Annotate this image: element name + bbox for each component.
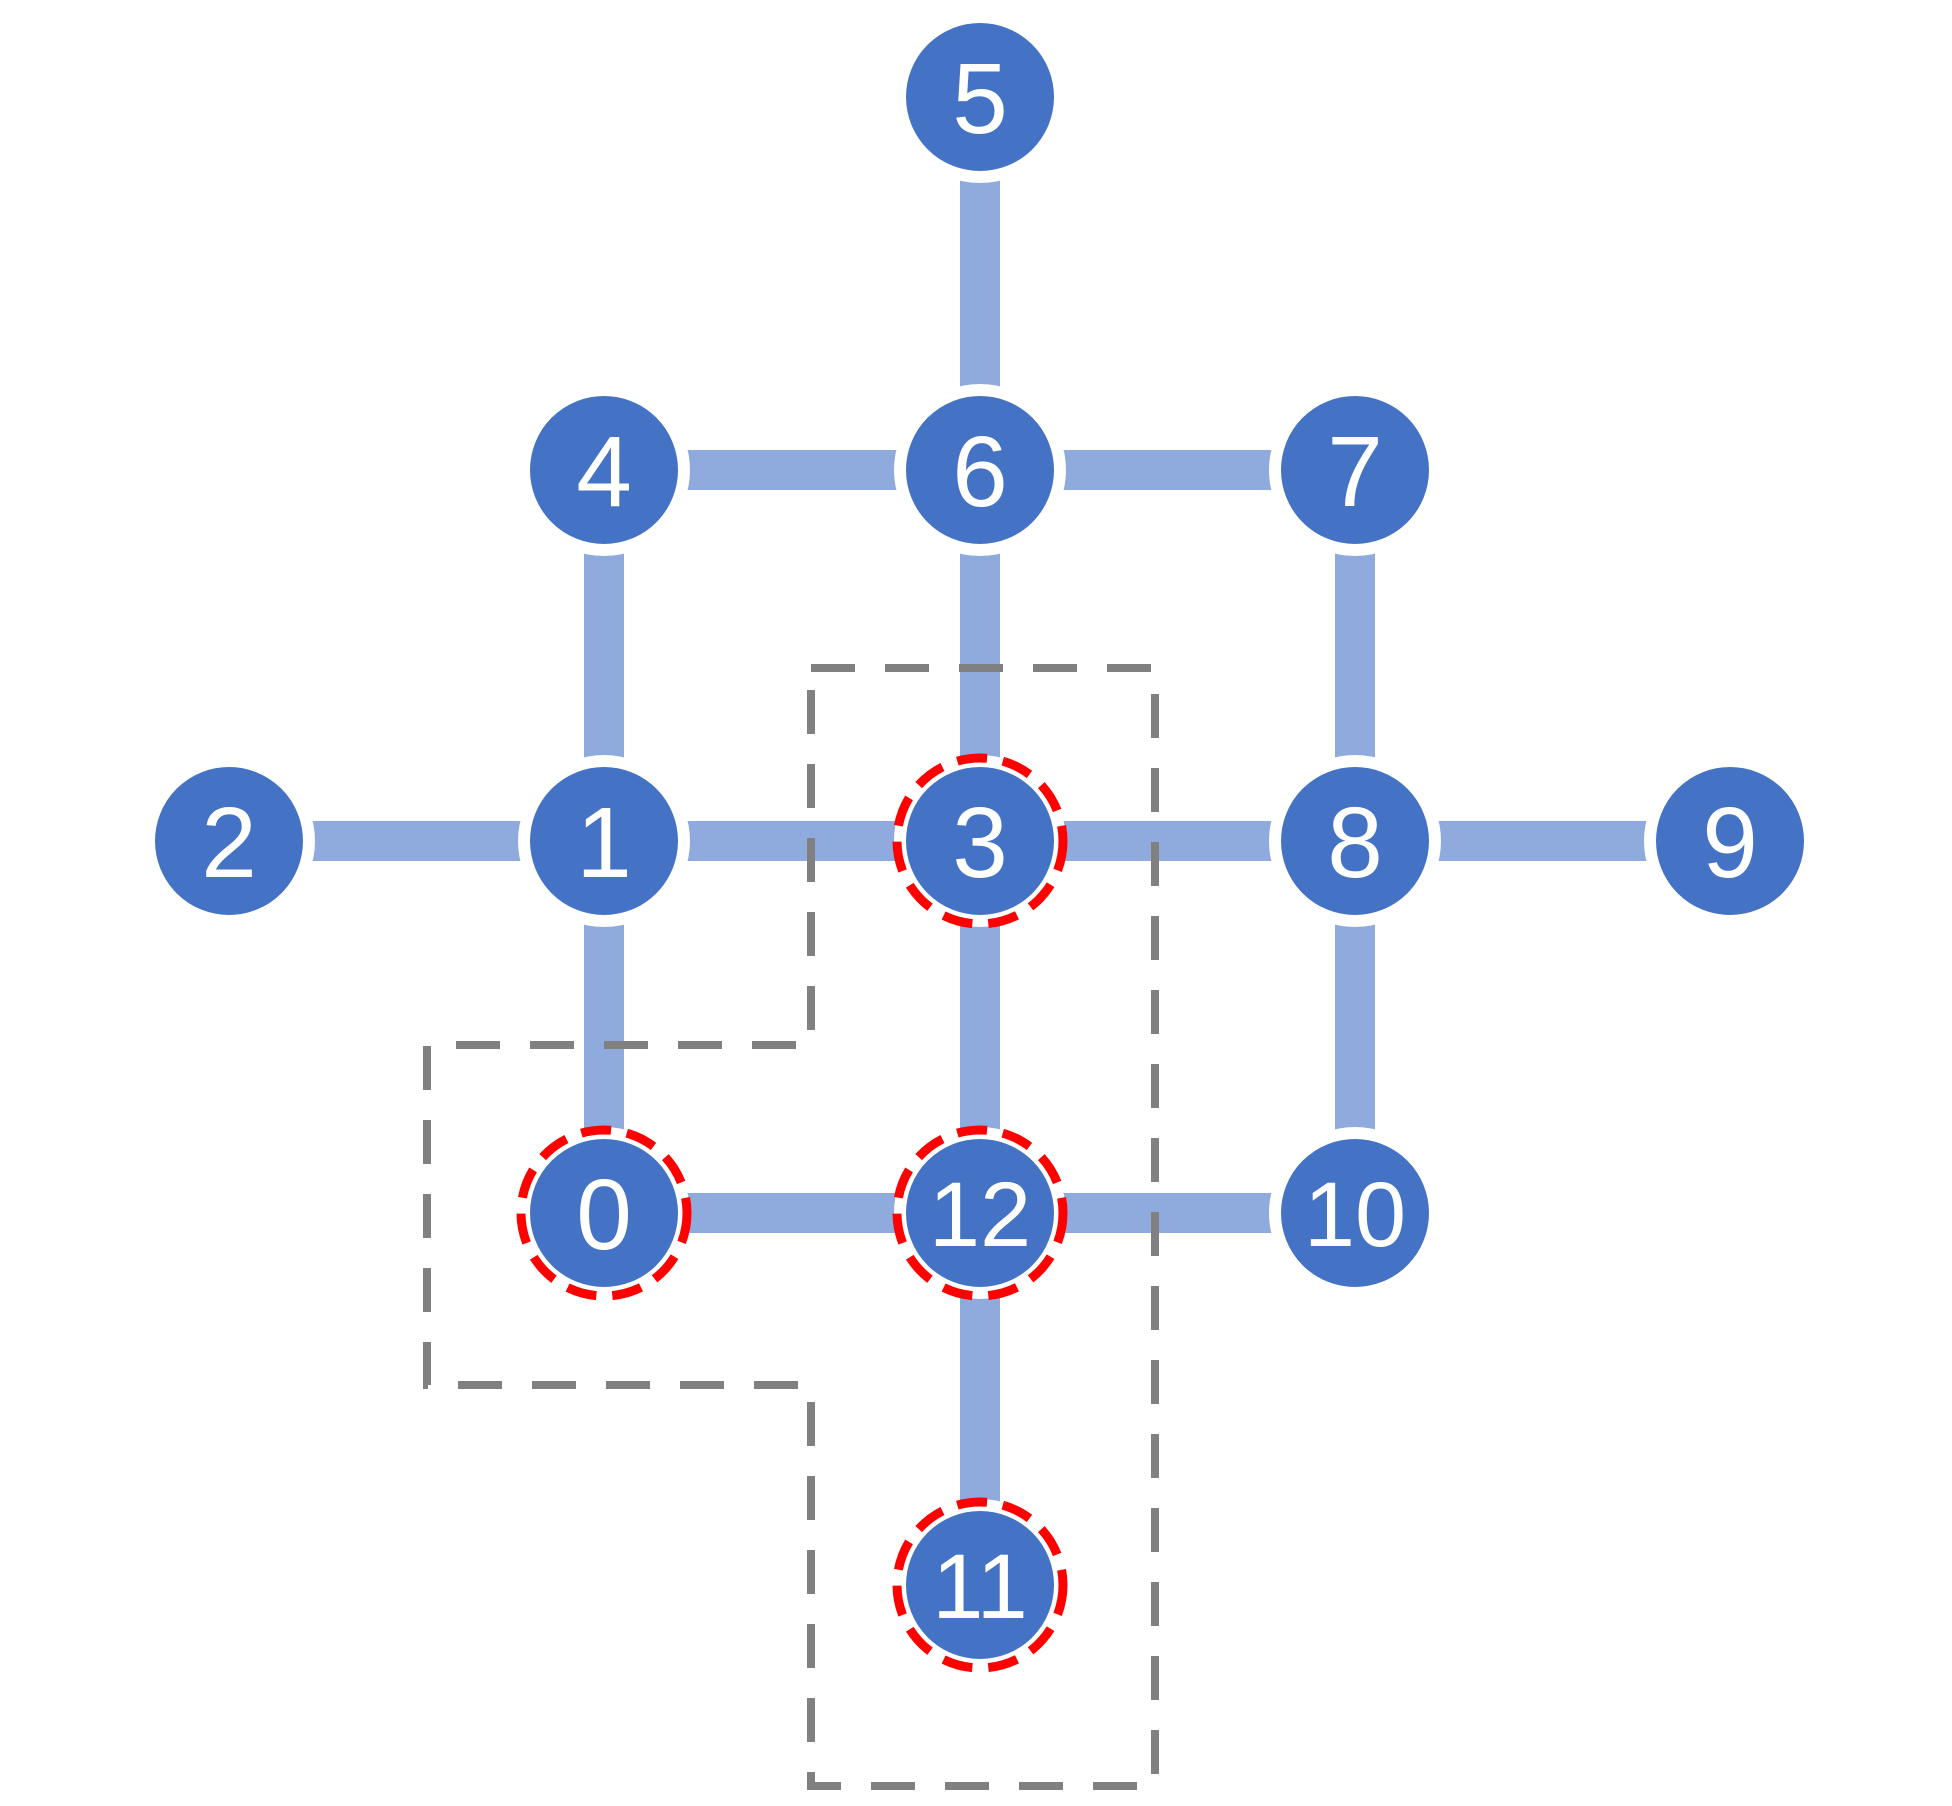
node-label: 2 [201, 787, 257, 899]
node-circle [518, 384, 690, 556]
node-label: 0 [576, 1159, 632, 1271]
node-label: 9 [1702, 787, 1758, 899]
node-circle [1269, 755, 1441, 927]
node-circle [143, 755, 315, 927]
node-label: 5 [952, 43, 1008, 155]
highlight-ring [516, 1125, 692, 1301]
node-8: 8 [1269, 755, 1441, 927]
node-circle [894, 384, 1066, 556]
node-label: 12 [929, 1164, 1031, 1266]
node-circle [1644, 755, 1816, 927]
node-11: 11 [892, 1497, 1068, 1673]
highlight-ring [892, 753, 1068, 929]
node-6: 6 [894, 384, 1066, 556]
node-10: 10 [1269, 1127, 1441, 1299]
node-circle [518, 755, 690, 927]
node-label: 7 [1327, 416, 1383, 528]
node-circle [894, 11, 1066, 183]
node-circle [1269, 1127, 1441, 1299]
dashed-region-boundary [423, 664, 1159, 1790]
node-label: 3 [952, 787, 1008, 899]
node-0: 0 [516, 1125, 692, 1301]
regions-layer [423, 664, 1159, 1790]
node-label: 10 [1304, 1164, 1406, 1266]
node-12: 12 [892, 1125, 1068, 1301]
node-label: 11 [932, 1536, 1028, 1638]
node-1: 1 [518, 755, 690, 927]
highlight-ring [892, 1125, 1068, 1301]
node-label: 8 [1327, 787, 1383, 899]
node-5: 5 [894, 11, 1066, 183]
node-2: 2 [143, 755, 315, 927]
highlight-ring [892, 1497, 1068, 1673]
node-label: 4 [576, 416, 632, 528]
node-circle [1269, 384, 1441, 556]
node-7: 7 [1269, 384, 1441, 556]
node-9: 9 [1644, 755, 1816, 927]
node-label: 1 [576, 787, 632, 899]
node-4: 4 [518, 384, 690, 556]
node-3: 3 [892, 753, 1068, 929]
node-label: 6 [952, 416, 1008, 528]
